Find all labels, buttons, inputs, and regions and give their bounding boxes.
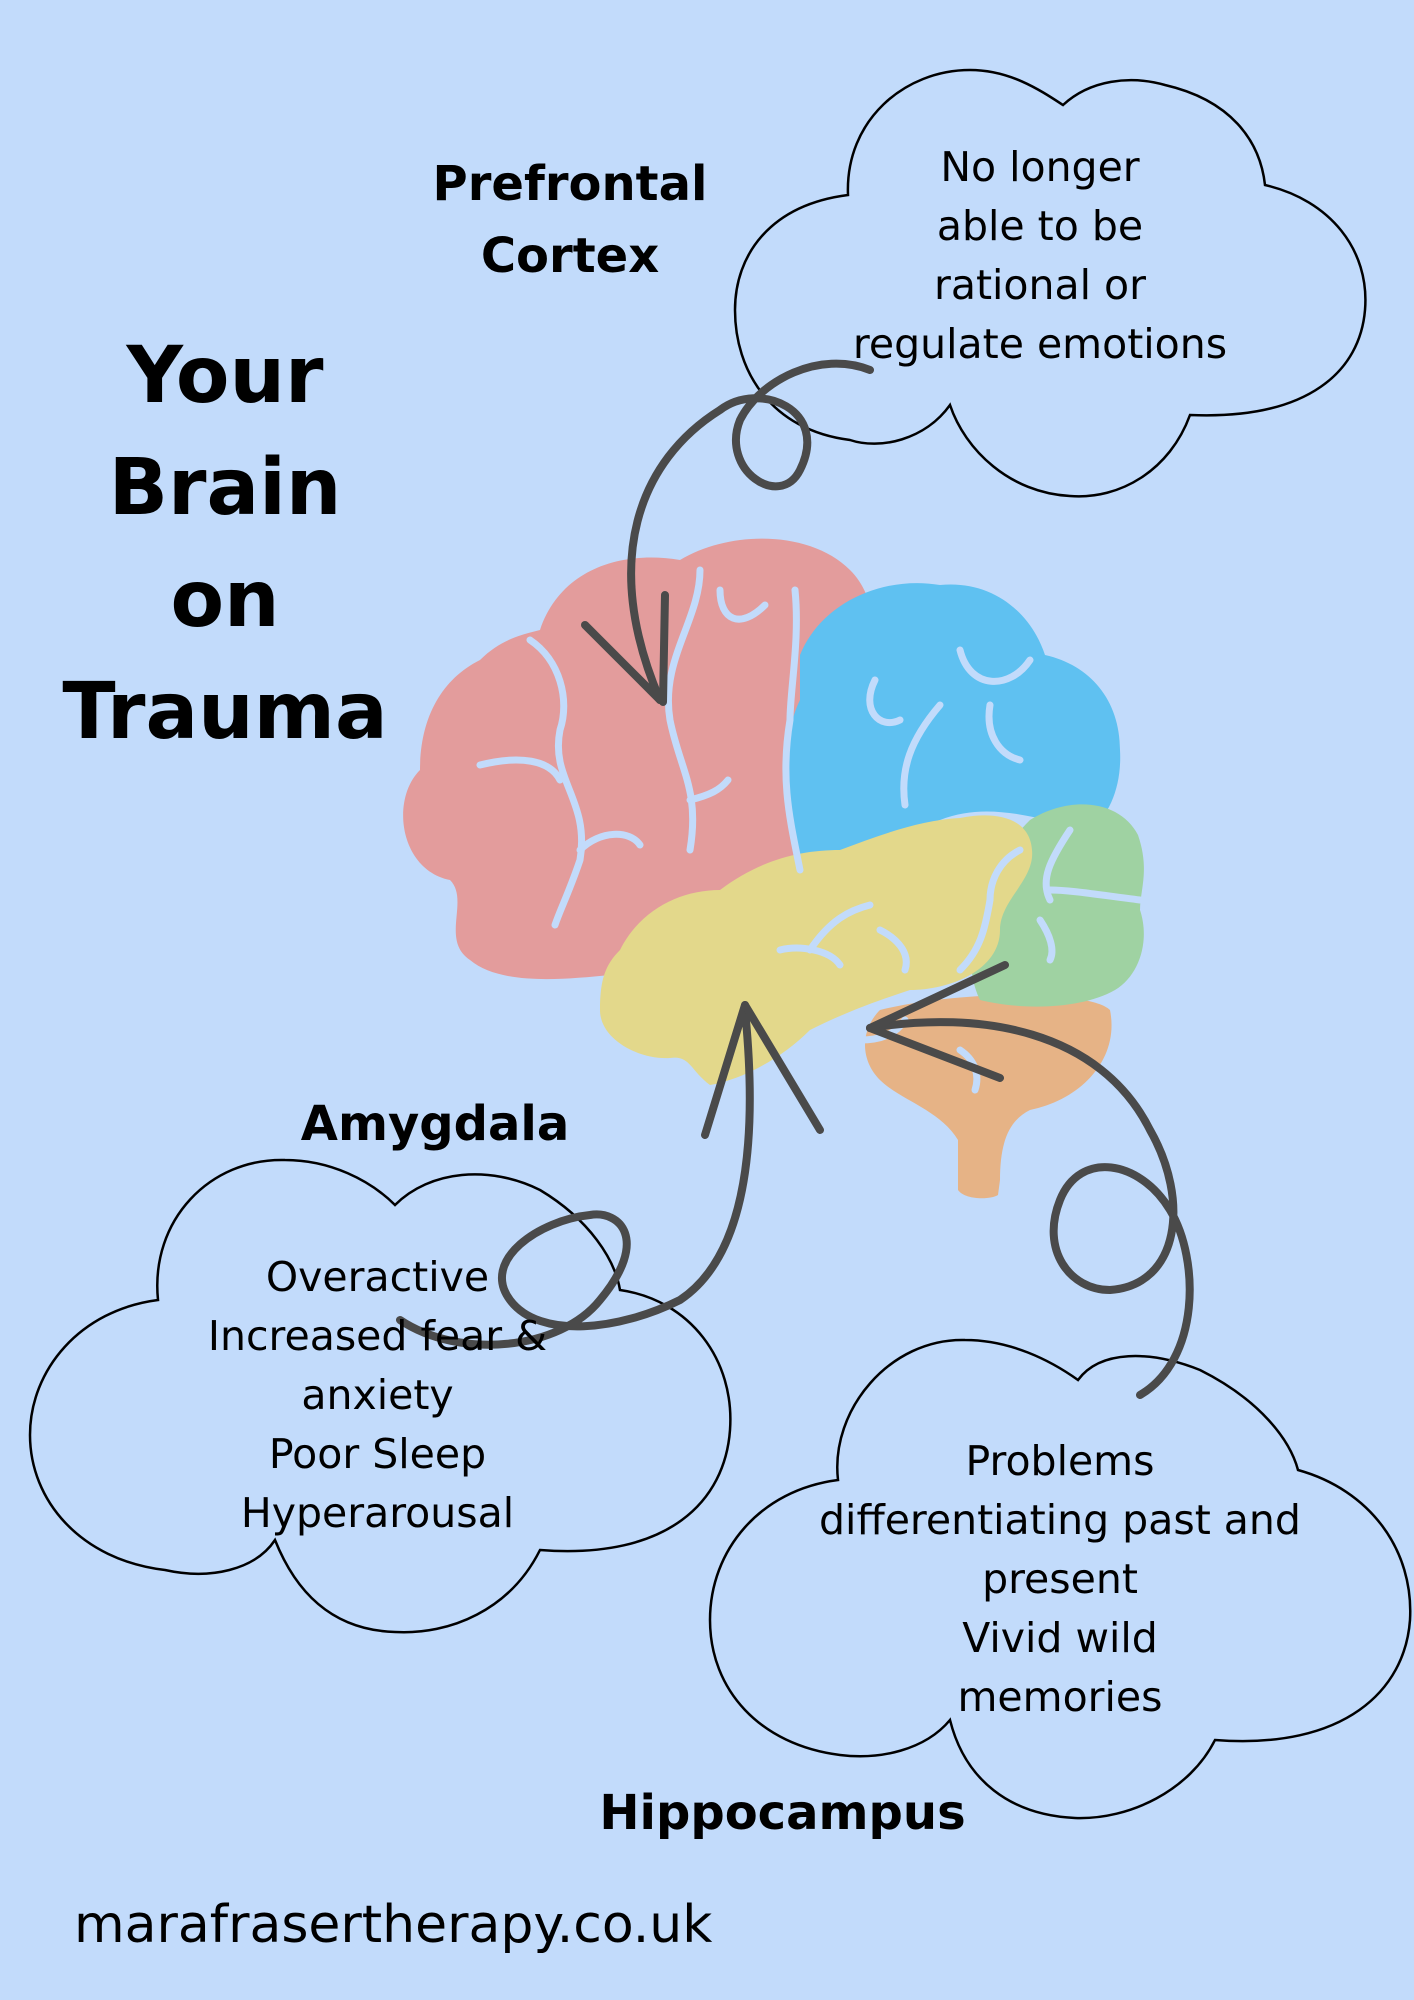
arrowhead-amygdala-b bbox=[741, 1001, 824, 1134]
cloud-line: rational or bbox=[933, 261, 1146, 309]
cloud-line: present bbox=[982, 1555, 1138, 1603]
cloud-line: regulate emotions bbox=[852, 320, 1228, 368]
title-line: Brain bbox=[108, 443, 342, 533]
title-line: Trauma bbox=[62, 667, 388, 757]
cloud-line: anxiety bbox=[301, 1371, 454, 1419]
arrowhead-hippocampus-b bbox=[866, 1024, 1004, 1082]
arrow-to-hippocampus bbox=[866, 1018, 1194, 1399]
cloud-bubbles bbox=[28, 68, 1412, 1820]
cloud-line: No longer bbox=[940, 143, 1140, 191]
label-hippocampus: Hippocampus bbox=[599, 1785, 966, 1841]
label-amygdala: Amygdala bbox=[300, 1096, 570, 1152]
cloud-line: differentiating past and bbox=[819, 1496, 1301, 1544]
arrows bbox=[396, 359, 1194, 1399]
page-title: Your Brain on Trauma bbox=[40, 320, 410, 768]
arrowhead-prefrontal-a bbox=[581, 621, 664, 704]
cloud-line: Overactive bbox=[265, 1253, 490, 1301]
cloud-prefrontal bbox=[733, 68, 1367, 498]
cloud-line: memories bbox=[957, 1673, 1163, 1721]
cloud-amygdala bbox=[28, 1158, 732, 1634]
cloud-text-amygdala: Overactive Increased fear & anxiety Poor… bbox=[140, 1248, 615, 1543]
label-line: Cortex bbox=[480, 228, 660, 284]
arrow-to-amygdala bbox=[396, 1006, 754, 1349]
arrowhead-hippocampus-a bbox=[866, 961, 1009, 1032]
cloud-line: Hyperarousal bbox=[240, 1489, 515, 1537]
cloud-text-prefrontal: No longer able to be rational or regulat… bbox=[800, 138, 1280, 374]
arrowhead-prefrontal-b bbox=[659, 591, 669, 706]
title-line: on bbox=[170, 555, 280, 645]
cloud-line: able to be bbox=[936, 202, 1144, 250]
title-line: Your bbox=[126, 331, 324, 421]
cloud-hippocampus bbox=[708, 1338, 1412, 1820]
cloud-line: Increased fear & bbox=[207, 1312, 548, 1360]
cloud-line: Poor Sleep bbox=[268, 1430, 487, 1478]
parietal-lobe bbox=[785, 583, 1121, 860]
cloud-line: Vivid wild bbox=[962, 1614, 1158, 1662]
label-prefrontal-cortex: Prefrontal Cortex bbox=[405, 148, 735, 292]
website-url: marafrasertherapy.co.uk bbox=[74, 1895, 713, 1955]
cloud-line: Problems bbox=[965, 1437, 1155, 1485]
brain-illustration bbox=[403, 538, 1144, 1199]
arrow-to-prefrontal bbox=[627, 359, 874, 704]
cloud-text-hippocampus: Problems differentiating past and presen… bbox=[790, 1432, 1330, 1727]
label-line: Prefrontal bbox=[432, 156, 708, 212]
arrowhead-amygdala-a bbox=[701, 1001, 749, 1139]
